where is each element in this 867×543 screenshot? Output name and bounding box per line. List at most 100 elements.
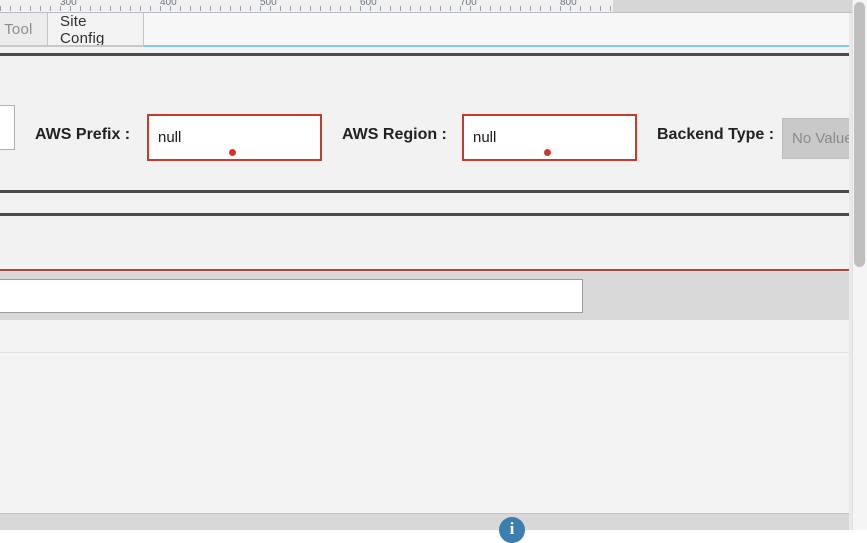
ruler-tick-minor bbox=[100, 6, 101, 11]
ruler-tick-minor bbox=[400, 6, 401, 11]
ruler-tick-minor bbox=[150, 6, 151, 11]
ruler-tick-minor bbox=[560, 6, 561, 11]
ruler-tick-minor bbox=[90, 6, 91, 11]
vertical-scrollbar-track[interactable] bbox=[852, 0, 867, 530]
ruler-tick-minor bbox=[380, 6, 381, 11]
ruler-tick-minor bbox=[590, 6, 591, 11]
ruler-tick-minor bbox=[550, 6, 551, 11]
ruler-active-region bbox=[0, 0, 613, 13]
ruler-tick-minor bbox=[0, 6, 1, 11]
aws-prefix-error-dot-icon bbox=[229, 149, 236, 156]
ruler-tick-minor bbox=[60, 6, 61, 11]
vertical-scrollbar-thumb[interactable] bbox=[854, 2, 865, 267]
divider-top bbox=[0, 53, 867, 56]
ruler-tick-minor bbox=[340, 6, 341, 11]
ruler-tick-minor bbox=[120, 6, 121, 11]
tab-underline-inactive bbox=[0, 45, 144, 47]
content-area bbox=[0, 320, 867, 530]
ruler-tick-minor bbox=[540, 6, 541, 11]
ruler-tick-minor bbox=[360, 6, 361, 11]
ruler-label: 300 bbox=[60, 0, 77, 8]
ruler-tick-minor bbox=[530, 6, 531, 11]
ruler-tick-minor bbox=[480, 6, 481, 11]
ruler-tick-minor bbox=[230, 6, 231, 11]
right-gutter bbox=[849, 13, 852, 530]
ruler-tick-minor bbox=[20, 6, 21, 11]
ruler-tick-minor bbox=[170, 6, 171, 11]
ruler-tick-minor bbox=[240, 6, 241, 11]
input-value: null bbox=[158, 129, 182, 146]
ruler-tick-minor bbox=[430, 6, 431, 11]
ruler-tick-minor bbox=[180, 6, 181, 11]
ruler-tick-minor bbox=[250, 6, 251, 11]
ruler-tick-minor bbox=[450, 6, 451, 11]
ruler-tick-minor bbox=[10, 6, 11, 11]
ruler-tick-minor bbox=[70, 6, 71, 11]
ruler-tick-minor bbox=[200, 6, 201, 11]
ruler-tick-minor bbox=[140, 6, 141, 11]
ruler-tick-minor bbox=[520, 6, 521, 11]
input-value: No Value bbox=[792, 130, 853, 147]
aws-region-label: AWS Region : bbox=[342, 126, 447, 143]
ruler-label: 600 bbox=[360, 0, 377, 8]
tab-y-tool[interactable]: y Tool bbox=[0, 13, 48, 46]
aws-prefix-label: AWS Prefix : bbox=[35, 126, 131, 143]
ruler-label: 500 bbox=[260, 0, 277, 8]
ruler-tick-minor bbox=[460, 6, 461, 11]
ruler-tick-minor bbox=[420, 6, 421, 11]
search-input[interactable] bbox=[0, 279, 583, 313]
ruler-tick-minor bbox=[610, 6, 611, 11]
tab-bar: y Tool Site Config bbox=[0, 13, 867, 47]
tab-site-config[interactable]: Site Config bbox=[48, 12, 144, 47]
ruler-tick-minor bbox=[260, 6, 261, 11]
ruler-tick-minor bbox=[410, 6, 411, 11]
tab-label: Site Config bbox=[60, 12, 105, 47]
info-glyph: i bbox=[509, 519, 515, 538]
left-truncated-input[interactable] bbox=[0, 105, 15, 150]
info-circle-icon[interactable]: i bbox=[499, 517, 525, 543]
ruler-label: 400 bbox=[160, 0, 177, 8]
ruler-tick-minor bbox=[310, 6, 311, 11]
ruler-tick-minor bbox=[30, 6, 31, 11]
ruler-label: 700 bbox=[460, 0, 477, 8]
ruler-tick-minor bbox=[110, 6, 111, 11]
ruler-tick-minor bbox=[290, 6, 291, 11]
ruler-tick-minor bbox=[470, 6, 471, 11]
tab-label: y Tool bbox=[0, 21, 33, 38]
ruler-tick-minor bbox=[580, 6, 581, 11]
divider-middle-upper bbox=[0, 190, 867, 193]
ruler-tick-minor bbox=[390, 6, 391, 11]
ruler-label: 800 bbox=[560, 0, 577, 8]
backend-type-label: Backend Type : bbox=[657, 126, 775, 143]
ruler-tick-minor bbox=[600, 6, 601, 11]
aws-region-error-dot-icon bbox=[544, 149, 551, 156]
ruler-tick-minor bbox=[220, 6, 221, 11]
horizontal-ruler: 300 400 500 600 700 800 bbox=[0, 0, 867, 13]
ruler-tick-minor bbox=[320, 6, 321, 11]
ruler-tick-minor bbox=[80, 6, 81, 11]
divider-middle-lower bbox=[0, 213, 867, 216]
tab-bar-filler bbox=[144, 13, 867, 46]
ruler-tick-minor bbox=[490, 6, 491, 11]
ruler-tick-minor bbox=[210, 6, 211, 11]
status-bar bbox=[0, 513, 867, 530]
ruler-tick-minor bbox=[330, 6, 331, 11]
divider-red-accent bbox=[0, 269, 867, 271]
ruler-tick-minor bbox=[280, 6, 281, 11]
empty-band-2 bbox=[0, 216, 867, 270]
ruler-tick-minor bbox=[370, 6, 371, 11]
ruler-tick-minor bbox=[160, 6, 161, 11]
ruler-inactive-region bbox=[613, 0, 867, 13]
config-form-row: AWS Prefix : null AWS Region : null Back… bbox=[0, 56, 867, 192]
ruler-tick-minor bbox=[190, 6, 191, 11]
ruler-tick-minor bbox=[50, 6, 51, 11]
ruler-tick-minor bbox=[510, 6, 511, 11]
ruler-tick-minor bbox=[130, 6, 131, 11]
ruler-tick-minor bbox=[270, 6, 271, 11]
input-value: null bbox=[473, 129, 497, 146]
ruler-tick-minor bbox=[40, 6, 41, 11]
content-divider bbox=[0, 352, 867, 353]
tab-underline-active bbox=[144, 45, 867, 47]
ruler-tick-minor bbox=[350, 6, 351, 11]
